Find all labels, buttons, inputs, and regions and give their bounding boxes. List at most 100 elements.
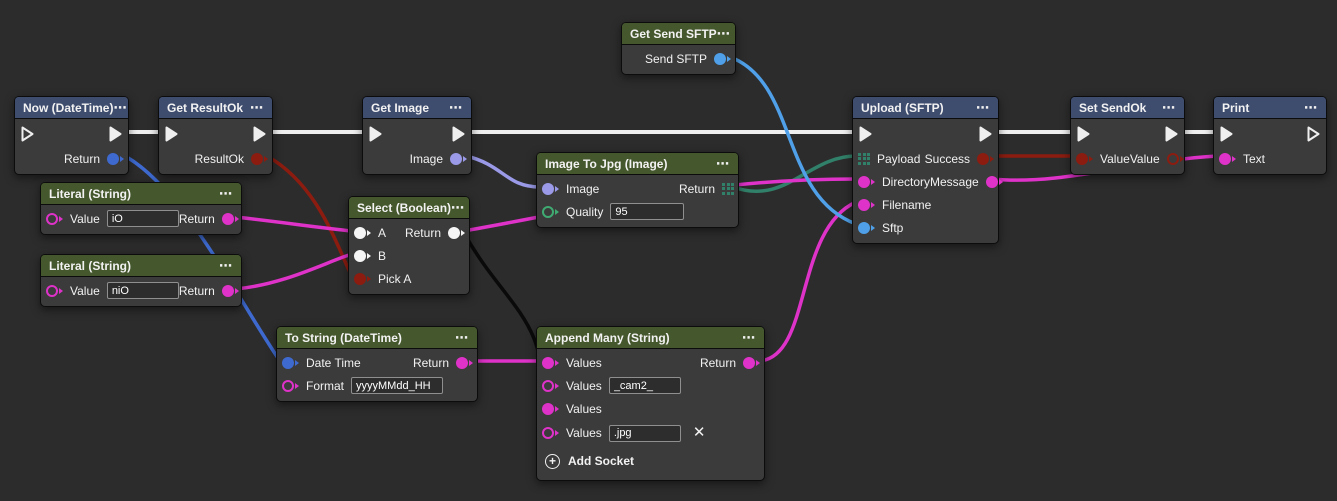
node-header[interactable]: Literal (String)⋯ — [41, 255, 241, 277]
socket-to_string-in-format[interactable] — [282, 379, 299, 392]
flow-out-pin[interactable] — [978, 125, 993, 143]
socket-notch — [295, 382, 299, 389]
wire-literal2-return-select-b[interactable] — [234, 252, 354, 291]
socket-append_many-in-values[interactable] — [542, 427, 559, 439]
flow-in-pin[interactable] — [858, 125, 873, 143]
flow-in-pin[interactable] — [164, 125, 179, 143]
node-menu-icon[interactable]: ⋯ — [1162, 99, 1176, 115]
node-menu-icon[interactable]: ⋯ — [250, 99, 264, 115]
bool-socket-dot — [1076, 152, 1088, 165]
node-row: +Add Socket — [537, 446, 764, 476]
socket-set_sendok-in-value[interactable] — [1076, 152, 1093, 165]
node-header[interactable]: Upload (SFTP)⋯ — [853, 97, 998, 119]
wire-getsendsftp-sendsftp-upload-sftp[interactable] — [728, 55, 858, 226]
input-field-literal_2[interactable] — [106, 282, 179, 299]
socket-image_to_jpg-in-image[interactable] — [542, 182, 559, 195]
byte-array-grid-icon — [858, 152, 870, 165]
node-menu-icon[interactable]: ⋯ — [219, 257, 233, 273]
node-get_send_sftp: Get Send SFTP⋯Send SFTP — [621, 22, 736, 75]
flow-in-pin[interactable] — [1076, 125, 1091, 143]
socket-set_sendok-out-value[interactable] — [1166, 152, 1184, 165]
string-socket-dot — [46, 212, 58, 225]
flow-out-pin[interactable] — [108, 125, 123, 143]
socket-upload-in-directory[interactable] — [858, 175, 875, 188]
node-header[interactable]: Get ResultOk⋯ — [159, 97, 272, 119]
node-menu-icon[interactable]: ⋯ — [449, 99, 463, 115]
node-header[interactable]: Literal (String) ⋯ — [41, 183, 241, 205]
input-field-append_many[interactable] — [608, 424, 681, 442]
image-socket-dot — [542, 182, 554, 195]
node-header[interactable]: Now (DateTime)⋯ — [15, 97, 128, 119]
socket-select-in-pick-a[interactable] — [354, 272, 371, 285]
add-socket-button[interactable]: +Add Socket — [545, 453, 634, 469]
node-title: Literal (String) — [49, 186, 132, 201]
socket-literal_2-out-return[interactable] — [221, 284, 239, 297]
socket-upload-in-payload[interactable] — [858, 152, 870, 165]
socket-upload-in-filename[interactable] — [858, 198, 875, 211]
node-header[interactable]: Image To Jpg (Image)⋯ — [537, 153, 738, 175]
node-menu-icon[interactable]: ⋯ — [742, 329, 756, 345]
socket-get_resultok-out-resultok[interactable] — [251, 152, 268, 165]
socket-image_to_jpg-in-quality[interactable] — [542, 205, 559, 218]
node-menu-icon[interactable]: ⋯ — [716, 155, 730, 171]
wire-imagetojpg-return-upload-payload[interactable] — [731, 154, 858, 194]
socket-literal_1-in-value[interactable] — [46, 212, 63, 225]
socket-to_string-in-date-time[interactable] — [282, 356, 299, 369]
socket-to_string-out-return[interactable] — [456, 356, 473, 369]
socket-select-in-b[interactable] — [354, 249, 371, 262]
input-field-image_to_jpg[interactable] — [610, 203, 685, 220]
flow-out-pin[interactable] — [252, 125, 267, 143]
node-header[interactable]: Select (Boolean)⋯ — [349, 197, 469, 219]
node-header[interactable]: Append Many (String)⋯ — [537, 327, 764, 349]
wire-literal1-return-select-a[interactable] — [234, 215, 354, 233]
node-menu-icon[interactable]: ⋯ — [976, 99, 990, 115]
node-header[interactable]: Get Image⋯ — [363, 97, 471, 119]
socket-literal_2-in-value[interactable] — [46, 284, 63, 297]
node-header[interactable]: Get Send SFTP⋯ — [622, 23, 735, 45]
socket-upload-out-success[interactable] — [977, 152, 994, 165]
node-header[interactable]: Set SendOk⋯ — [1071, 97, 1184, 119]
flow-out-pin[interactable] — [451, 125, 466, 143]
node-header[interactable]: Print⋯ — [1214, 97, 1326, 119]
node-menu-icon[interactable]: ⋯ — [451, 199, 466, 215]
delete-socket-icon[interactable]: ✕ — [692, 424, 706, 441]
socket-append_many-in-values[interactable] — [542, 356, 559, 369]
node-literal_1: Literal (String)⋯ValueReturn — [40, 182, 242, 235]
socket-append_many-out-return[interactable] — [743, 356, 760, 369]
wire-now-return-tostring-datetime[interactable] — [123, 154, 282, 363]
flow-in-pin[interactable] — [1219, 125, 1234, 143]
node-menu-icon[interactable]: ⋯ — [455, 329, 469, 345]
socket-image_to_jpg-out-return[interactable] — [722, 182, 734, 195]
node-menu-icon[interactable]: ⋯ — [219, 185, 233, 201]
string-socket-dot — [542, 427, 554, 439]
socket-literal_1-out-return[interactable] — [221, 212, 239, 225]
flow-out-pin[interactable] — [1306, 125, 1321, 143]
wire-appendmany-return-upload-filename[interactable] — [757, 200, 858, 363]
flow-triangle-icon — [165, 126, 178, 142]
node-menu-icon[interactable]: ⋯ — [1304, 99, 1318, 115]
node-menu-icon[interactable]: ⋯ — [716, 25, 731, 41]
socket-select-in-a[interactable] — [354, 226, 371, 239]
socket-get_send_sftp-out-send-sftp[interactable] — [714, 52, 731, 65]
socket-upload-out-message[interactable] — [985, 175, 1003, 188]
wire-getresultok-resultok-select-picka[interactable] — [265, 154, 354, 279]
flow-in-pin[interactable] — [20, 125, 35, 143]
socket-print-in-text[interactable] — [1219, 152, 1236, 165]
socket-select-out-return[interactable] — [448, 226, 465, 239]
node-header[interactable]: To String (DateTime)⋯ — [277, 327, 477, 349]
socket-append_many-in-values[interactable] — [542, 379, 559, 392]
input-field-to_string[interactable] — [351, 377, 444, 394]
node-menu-icon[interactable]: ⋯ — [113, 99, 128, 115]
input-label: Format — [306, 378, 345, 393]
socket-get_image-out-image[interactable] — [450, 152, 467, 165]
input-field-append_many[interactable] — [608, 377, 681, 394]
input-field-literal_1[interactable] — [106, 210, 179, 227]
socket-upload-in-sftp[interactable] — [858, 221, 875, 234]
socket-now-out-return[interactable] — [107, 152, 124, 165]
flow-out-pin[interactable] — [1164, 125, 1179, 143]
socket-append_many-in-values[interactable] — [542, 402, 559, 415]
wire-getimage-image-imagetojpg-image[interactable] — [464, 154, 542, 189]
flow-in-pin[interactable] — [368, 125, 383, 143]
